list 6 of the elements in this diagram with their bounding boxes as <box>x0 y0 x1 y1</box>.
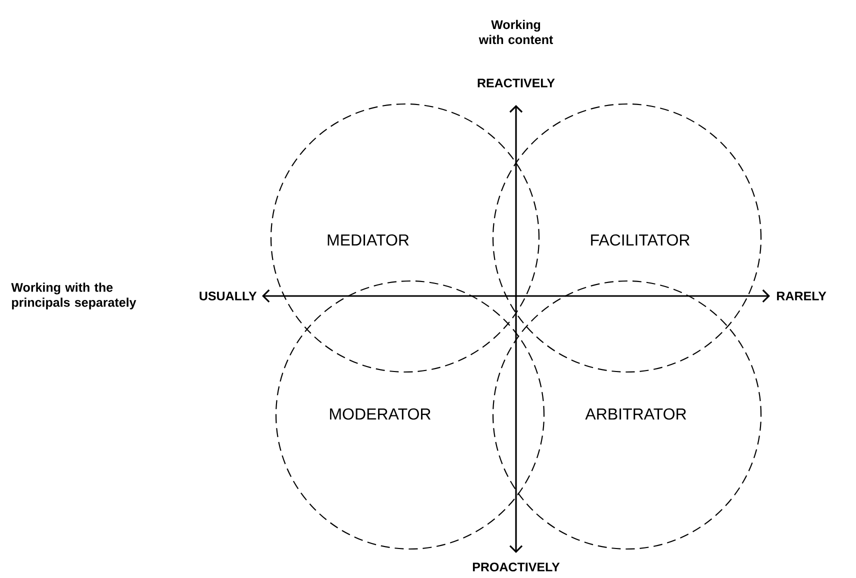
axis-label: USUALLY <box>200 292 257 300</box>
axis-label: REACTIVELY <box>478 78 555 88</box>
axis-label: Working with the principals separately <box>11 282 136 310</box>
axis-label: Working with content <box>478 20 554 44</box>
axis-label: PROACTIVELY <box>472 562 560 572</box>
axis-label: RARELY <box>777 292 826 300</box>
